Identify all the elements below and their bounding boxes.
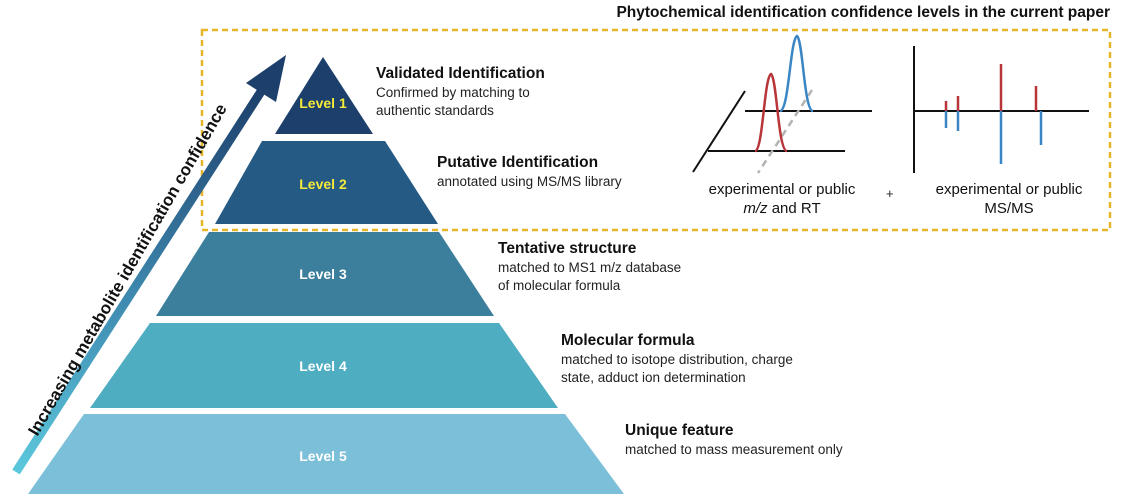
plus-sign: + [886, 186, 894, 201]
chromatogram-caption-line-2: m/z and RT [683, 199, 881, 218]
chromatogram-dashed-axis [756, 89, 814, 174]
msms-mirror-plot [913, 46, 1089, 173]
level-3-description: Tentative structure matched to MS1 m/z d… [498, 239, 681, 295]
confidence-arrow-head [246, 55, 286, 102]
level-4-text-line-2: state, adduct ion determination [561, 370, 746, 385]
chromatogram-caption-rest: and RT [767, 200, 821, 217]
level-1-description: Validated Identification Confirmed by ma… [376, 64, 545, 120]
level-5-text-line-1: matched to mass measurement only [625, 442, 843, 457]
level-5-heading: Unique feature [625, 422, 734, 439]
red-peak [753, 72, 789, 153]
msms-caption: experimental or public MS/MS [910, 180, 1108, 218]
level-5-description: Unique feature matched to mass measureme… [625, 421, 843, 459]
level-2-description: Putative Identification annotated using … [437, 153, 622, 191]
level-4-heading: Molecular formula [561, 332, 695, 349]
pyramid-level-3 [156, 232, 494, 316]
level-4-label: Level 4 [299, 358, 347, 374]
confidence-arrow-shaft [12, 87, 266, 475]
level-4-text-line-1: matched to isotope distribution, charge [561, 352, 793, 367]
msms-caption-line-1: experimental or public [935, 181, 1083, 198]
level-2-label: Level 2 [299, 176, 347, 192]
level-1-text-line-2: authentic standards [376, 103, 494, 118]
level-5-label: Level 5 [299, 448, 347, 464]
pyramid-level-4 [90, 323, 558, 408]
level-2-text-line-1: annotated using MS/MS library [437, 174, 622, 189]
highlight-dashed-box [200, 28, 1112, 232]
level-4-description: Molecular formula matched to isotope dis… [561, 331, 793, 387]
level-3-heading: Tentative structure [498, 240, 637, 257]
blue-peak [778, 34, 815, 113]
chromatogram-axis-diagonal [692, 90, 746, 173]
level-3-text-line-2: of molecular formula [498, 278, 621, 293]
level-2-heading: Putative Identification [437, 154, 599, 171]
chromatogram-caption: experimental or public m/z and RT [683, 180, 881, 218]
level-3-label: Level 3 [299, 266, 347, 282]
pyramid-level-1 [275, 57, 373, 134]
msms-caption-line-2: MS/MS [984, 200, 1034, 217]
pyramid-level-2 [215, 141, 438, 224]
figure-title: Phytochemical identification confidence … [616, 4, 1110, 21]
pyramid-level-5 [28, 414, 624, 494]
level-3-text-line-1: matched to MS1 m/z database [498, 260, 682, 275]
level-1-label: Level 1 [299, 95, 347, 111]
chromatogram-illustration [692, 34, 872, 174]
level-1-text-line-1: Confirmed by matching to [376, 85, 530, 100]
chromatogram-caption-line-1: experimental or public [708, 181, 856, 198]
level-1-heading: Validated Identification [376, 65, 545, 82]
mz-italic-label: m/z [743, 200, 768, 217]
